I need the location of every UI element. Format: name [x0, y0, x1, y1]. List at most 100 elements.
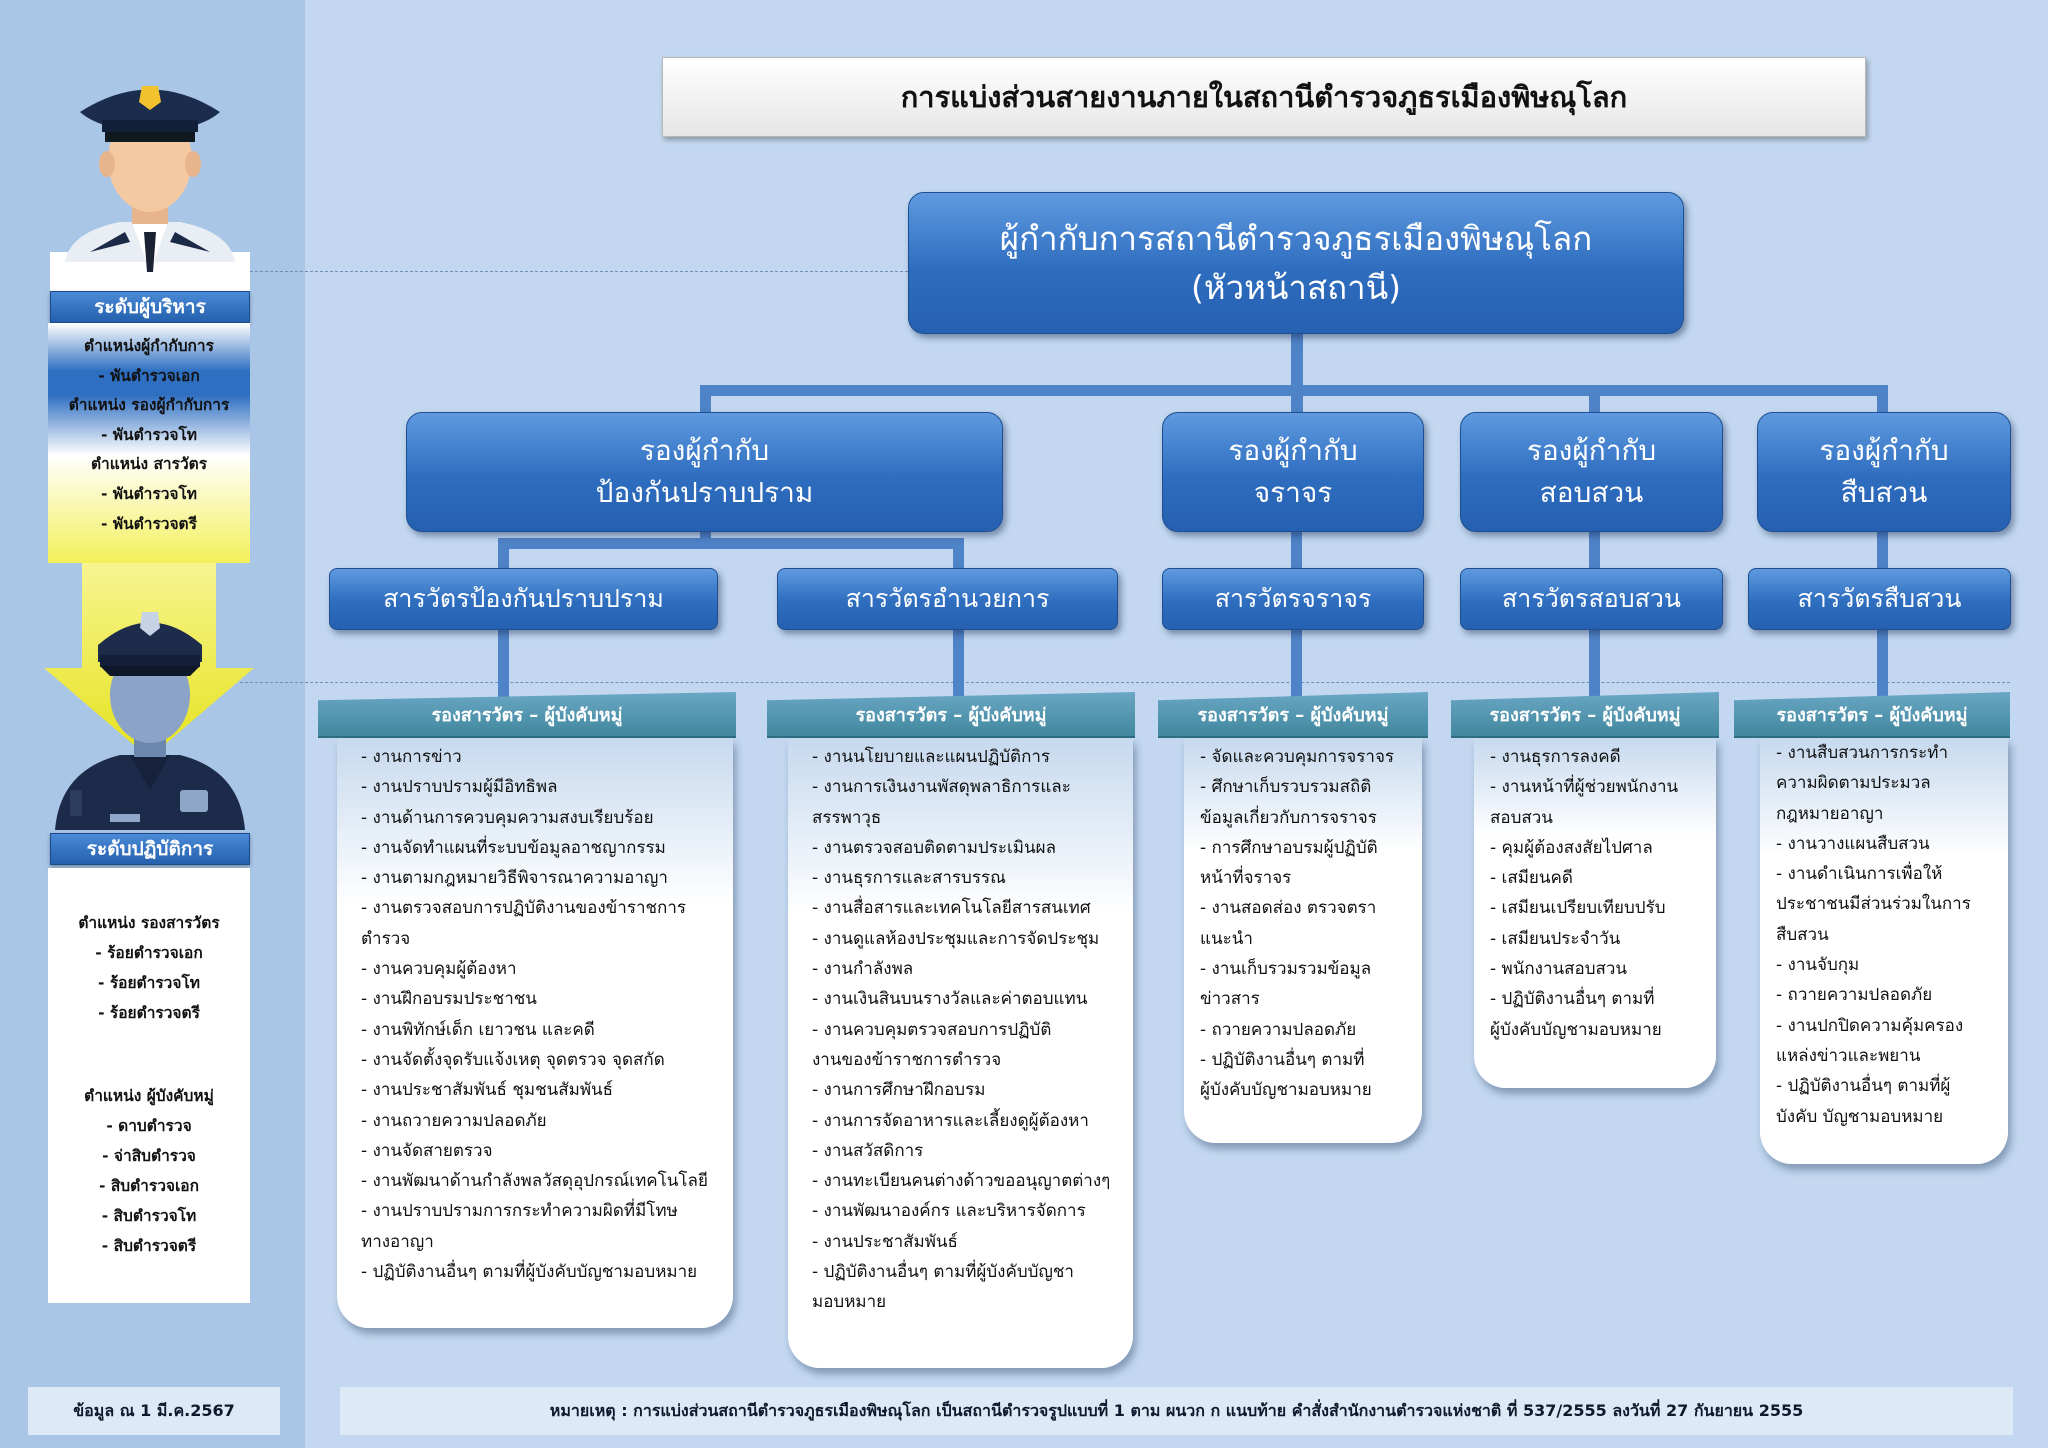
duty-item: - งานสอดส่อง ตรวจตรา: [1200, 898, 1377, 919]
duty-item: - งานปราบปรามผู้มีอิทธิพล: [361, 777, 558, 798]
duty-item: - งานฝึกอบรมประชาชน: [361, 989, 537, 1010]
deputy-label: รองผู้กำกับ: [1819, 434, 1949, 467]
deputy-label: รองผู้กำกับ: [1228, 434, 1358, 467]
deputy-unit: จราจร: [1253, 476, 1333, 509]
duty-item: - งานปกปิดความคุ้มครอง: [1776, 1015, 1964, 1036]
duty-item: - งานดำเนินการเพื่อให้: [1776, 864, 1943, 885]
duty-item: - งานธุรการลงคดี: [1490, 747, 1621, 767]
rank-line: - ดาบตำรวจ: [106, 1117, 192, 1135]
rank-line: - พันตำรวจโท: [100, 425, 198, 444]
inspector-label: สารวัตรสืบสวน: [1797, 584, 1962, 614]
rank-line: - ร้อยตำรวจโท: [98, 974, 200, 992]
inspector-label: สารวัตรอำนวยการ: [845, 584, 1050, 614]
duty-list-traffic: - จัดและควบคุมการจราจร- ศึกษาเก็บรวบรวมส…: [1184, 738, 1422, 1143]
duty-list-investigation: - งานสืบสวนการกระทำความผิดตามประมวลกฎหมา…: [1760, 738, 2008, 1164]
duty-item: ทางอาญา: [361, 1231, 434, 1252]
data-date: ข้อมูล ณ 1 มี.ค.2567: [28, 1387, 280, 1435]
duty-list-administration: - งานนโยบายและแผนปฏิบัติการ- งานการเงินง…: [788, 738, 1133, 1368]
duty-item: หน้าที่จราจร: [1200, 868, 1292, 889]
connector-drop-4: [1877, 385, 1888, 413]
duty-item: แนะนำ: [1200, 928, 1253, 949]
duty-item: สรรพาวุธ: [812, 807, 882, 828]
rank-line: - ร้อยตำรวจเอก: [95, 944, 203, 962]
rank-line: ตำแหน่งผู้กำกับการ: [84, 337, 214, 355]
operational-level-divider: [240, 682, 2010, 683]
inspector-label: สารวัตรป้องกันปราบปราม: [383, 584, 664, 614]
executive-level-ranks: ตำแหน่งผู้กำกับการ - พันตำรวจเอก ตำแหน่ง…: [48, 332, 250, 539]
rank-line: - ร้อยตำรวจตรี: [98, 1004, 200, 1022]
connector-drop-2: [1291, 385, 1302, 413]
duty-item: สอบสวน: [1490, 807, 1553, 828]
duty-item: - งานดูแลห้องประชุมและการจัดประชุม: [812, 928, 1100, 949]
rank-line: - สิบตำรวจเอก: [98, 1177, 199, 1195]
duty-item: - งานสวัสดิการ: [812, 1140, 924, 1161]
duty-items: - งานนโยบายและแผนปฏิบัติการ- งานการเงินง…: [812, 742, 1123, 1318]
duty-item: - งานเก็บรวมรวมข้อมูล: [1200, 959, 1372, 980]
duty-item: - งานหน้าที่ผู้ช่วยพนักงาน: [1490, 777, 1679, 798]
duty-items: - จัดและควบคุมการจราจร- ศึกษาเก็บรวบรวมส…: [1200, 742, 1412, 1106]
connector-drop-3: [1589, 385, 1600, 413]
duty-item: - งานการจัดอาหารและเลี้ยงดูผู้ต้องหา: [812, 1110, 1089, 1131]
duty-item: - ถวายความปลอดภัย: [1776, 985, 1933, 1006]
rank-line: - จ่าสิบตำรวจ: [102, 1147, 196, 1165]
operational-officer-icon: [55, 612, 245, 830]
duty-item: ผู้บังคับบัญชามอบหมาย: [1200, 1080, 1372, 1101]
deputy-label: รองผู้กำกับ: [639, 434, 770, 467]
duty-item: - เสมียนประจำวัน: [1490, 928, 1621, 949]
deputy-unit: ป้องกันปราบปราม: [595, 476, 814, 509]
duty-item: - งานตามกฎหมายวิธีพิจารณาความอาญา: [361, 868, 668, 889]
duty-item: - งานจัดสายตรวจ: [361, 1140, 493, 1161]
duty-item: - งานการข่าว: [361, 747, 462, 767]
duty-items: - งานการข่าว - งานปราบปรามผู้มีอิทธิพล - ง…: [361, 742, 723, 1287]
inspector-box-investigation: สารวัตรสืบสวน: [1748, 568, 2011, 630]
duty-item: - งานพิทักษ์เด็ก เยาวชน และคดี: [361, 1019, 595, 1040]
duty-item: - งานจับกุม: [1776, 955, 1860, 976]
station-chief-title: ผู้กำกับการสถานีตำรวจภูธรเมืองพิษณุโลก: [999, 218, 1593, 258]
duty-item: - ปฏิบัติงานอื่นๆ ตามที่ผู้บังคับบัญชามอ…: [361, 1262, 698, 1283]
duty-item: - งานตรวจสอบการปฏิบัติงานของข้าราชการ: [361, 898, 687, 919]
duty-item: - งานด้านการควบคุมความสงบเรียบร้อย: [361, 807, 654, 828]
duty-item: - งานสื่อสารและเทคโนโลยีสารสนเทศ: [812, 898, 1091, 919]
inspector-label: สารวัตรสอบสวน: [1502, 584, 1681, 614]
duty-item: - งานประชาสัมพันธ์ ชุมชนสัมพันธ์: [361, 1080, 614, 1101]
duty-item: สืบสวน: [1776, 924, 1829, 945]
connector-col2-down: [953, 626, 964, 698]
duty-item: - งานควบคุมผู้ต้องหา: [361, 959, 517, 980]
duty-item: - งานถวายความปลอดภัย: [361, 1110, 547, 1131]
duty-item: - ปฏิบัติงานอื่นๆ ตามที่ผู้บังคับบัญชา: [812, 1262, 1074, 1283]
station-chief-box: ผู้กำกับการสถานีตำรวจภูธรเมืองพิษณุโลก (…: [908, 192, 1684, 334]
duty-item: - งานปราบปรามการกระทำความผิดที่มีโทษ: [361, 1201, 678, 1222]
duty-item: - จัดและควบคุมการจราจร: [1200, 747, 1395, 767]
duty-items: - งานสืบสวนการกระทำความผิดตามประมวลกฎหมา…: [1776, 738, 1998, 1132]
executive-level-label: ระดับผู้บริหาร: [50, 291, 250, 323]
duty-item: - เสมียนเปรียบเทียบปรับ: [1490, 898, 1666, 919]
subheader-col5: รองสารวัตร – ผู้บังคับหมู่: [1734, 692, 2010, 738]
duty-item: - งานจัดตั้งจุดรับแจ้งเหตุ จุดตรวจ จุดสก…: [361, 1049, 665, 1070]
operational-level-panel: [48, 868, 250, 1303]
duty-item: - งานกำลังพล: [812, 959, 914, 980]
duty-list-prevention: - งานการข่าว - งานปราบปรามผู้มีอิทธิพล - ง…: [337, 738, 733, 1328]
connector-col1-down: [498, 626, 509, 698]
connector-drop-1: [700, 385, 711, 413]
duty-item: - เสมียนคดี: [1490, 868, 1573, 889]
duty-item: - งานเงินสินบนรางวัลและค่าตอบแทน: [812, 989, 1088, 1010]
duty-item: - พนักงานสอบสวน: [1490, 959, 1628, 980]
rank-line: - พันตำรวจโท: [100, 484, 198, 503]
operational-ranks-inspector: ตำแหน่ง รองสารวัตร - ร้อยตำรวจเอก - ร้อย…: [48, 908, 250, 1028]
rank-line: ตำแหน่ง สารวัตร: [90, 455, 208, 474]
connector-split-center: [700, 525, 711, 545]
executive-level-panel: [48, 323, 250, 563]
deputy-box-prevention: รองผู้กำกับ ป้องกันปราบปราม: [406, 412, 1003, 532]
duty-item: ผู้บังคับบัญชามอบหมาย: [1490, 1019, 1662, 1040]
duty-item: - คุมผู้ต้องสงสัยไปศาล: [1490, 837, 1653, 858]
footnote: หมายเหตุ : การแบ่งส่วนสถานีตำรวจภูธรเมือ…: [340, 1387, 2013, 1435]
connector-split-bar: [498, 538, 964, 549]
duty-item: - งานธุรการและสารบรรณ: [812, 868, 1006, 889]
duty-item: ข้อมูลเกี่ยวกับการจราจร: [1200, 807, 1377, 828]
deputy-box-traffic: รองผู้กำกับ จราจร: [1162, 412, 1424, 532]
duty-item: - งานสืบสวนการกระทำ: [1776, 743, 1948, 763]
rank-line: - พันตำรวจเอก: [98, 366, 200, 385]
duty-item: - งานประชาสัมพันธ์: [812, 1231, 958, 1252]
connector-split-right: [953, 538, 964, 570]
duty-item: แหล่งข่าวและพยาน: [1776, 1045, 1921, 1066]
